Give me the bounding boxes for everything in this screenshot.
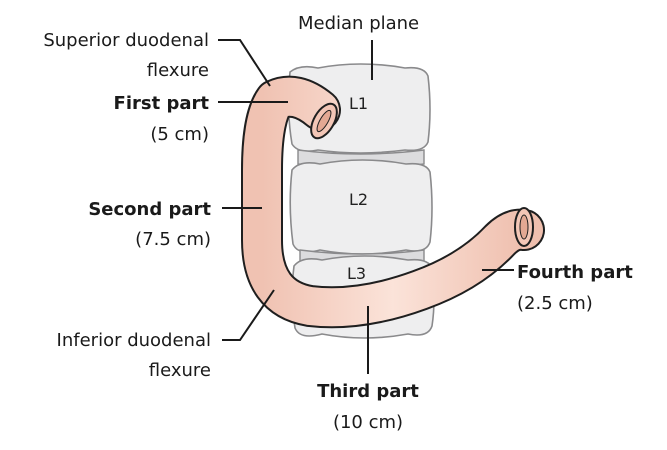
median-plane-label: Median plane [298,13,419,34]
third-part-length: (10 cm) [333,412,403,433]
vertebra-l1-label: L1 [349,94,368,113]
superior-flexure-leader [218,39,271,87]
first-part-label: First part [114,93,210,114]
duodenum-first-part-lumen [316,109,332,133]
fourth-part-length: (2.5 cm) [517,293,593,314]
vertebra-l2-label: L2 [349,190,368,209]
duodenum-fourth-part-lumen [519,214,529,240]
inferior-flexure-label-line2: flexure [149,360,211,381]
second-part-label: Second part [88,199,211,220]
second-part-length: (7.5 cm) [135,229,211,250]
inferior-flexure-leader [222,289,275,341]
fourth-part-label: Fourth part [517,262,633,283]
inferior-flexure-label-line1: Inferior duodenal [57,330,211,351]
superior-flexure-label-line1: Superior duodenal [43,30,209,51]
vertebra-l2 [289,159,433,255]
vertebra-l3-label: L3 [347,264,366,283]
third-part-label: Third part [317,381,419,402]
superior-flexure-label-line2: flexure [147,60,209,81]
first-part-length: (5 cm) [150,124,209,145]
